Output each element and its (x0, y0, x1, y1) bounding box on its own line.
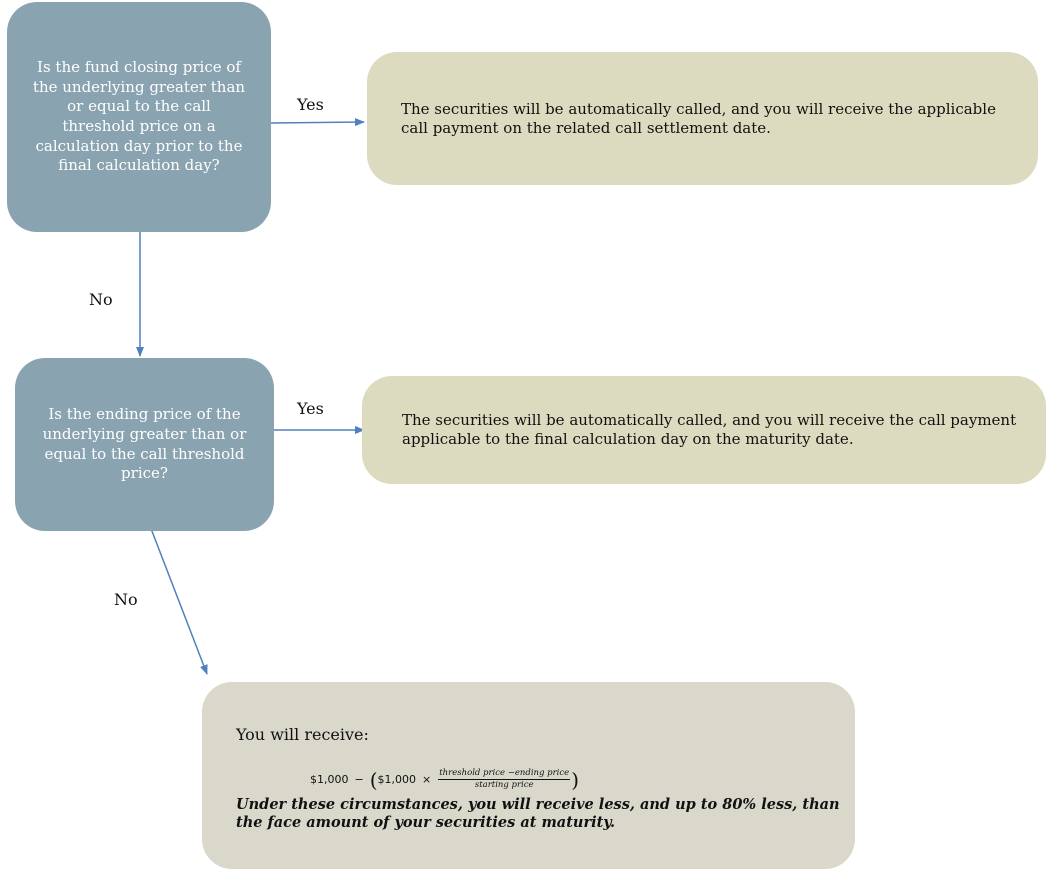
formula-open-paren: ( (369, 767, 378, 792)
formula-inner-principal: $1,000 (377, 773, 417, 786)
formula-close-paren: ) (571, 767, 579, 792)
outcome-box-first: The securities will be automatically cal… (367, 52, 1038, 185)
final-label: You will receive: (236, 725, 369, 744)
decision-text-second: Is the ending price of the underlying gr… (42, 405, 247, 483)
label-no-1: No (89, 290, 113, 309)
formula-times: × (422, 773, 432, 786)
outcome-box-second: The securities will be automatically cal… (362, 376, 1046, 484)
outcome-text-first: The securities will be automatically cal… (401, 99, 996, 137)
formula-minus: − (354, 773, 364, 786)
label-yes-2: Yes (297, 399, 324, 418)
label-yes-1: Yes (297, 95, 324, 114)
arrow-yes-1 (270, 118, 365, 127)
formula-principal: $1,000 (310, 773, 349, 786)
formula-denominator: starting price (474, 780, 534, 790)
label-no-2: No (114, 590, 138, 609)
outcome-text-second: The securities will be automatically cal… (402, 411, 1017, 448)
formula-numerator: threshold price −ending price (438, 768, 571, 780)
final-note: Under these circumstances, you will rece… (236, 796, 840, 831)
formula-fraction: threshold price −ending price starting p… (438, 768, 571, 791)
final-outcome-box: You will receive: $1,000 − ( $1,000 × th… (202, 682, 855, 869)
decision-box-second: Is the ending price of the underlying gr… (15, 358, 274, 531)
decision-text-first: Is the fund closing price of the underly… (32, 58, 246, 175)
payout-formula: $1,000 − ( $1,000 × threshold price −end… (310, 768, 579, 791)
decision-box-first: Is the fund closing price of the underly… (7, 2, 271, 232)
